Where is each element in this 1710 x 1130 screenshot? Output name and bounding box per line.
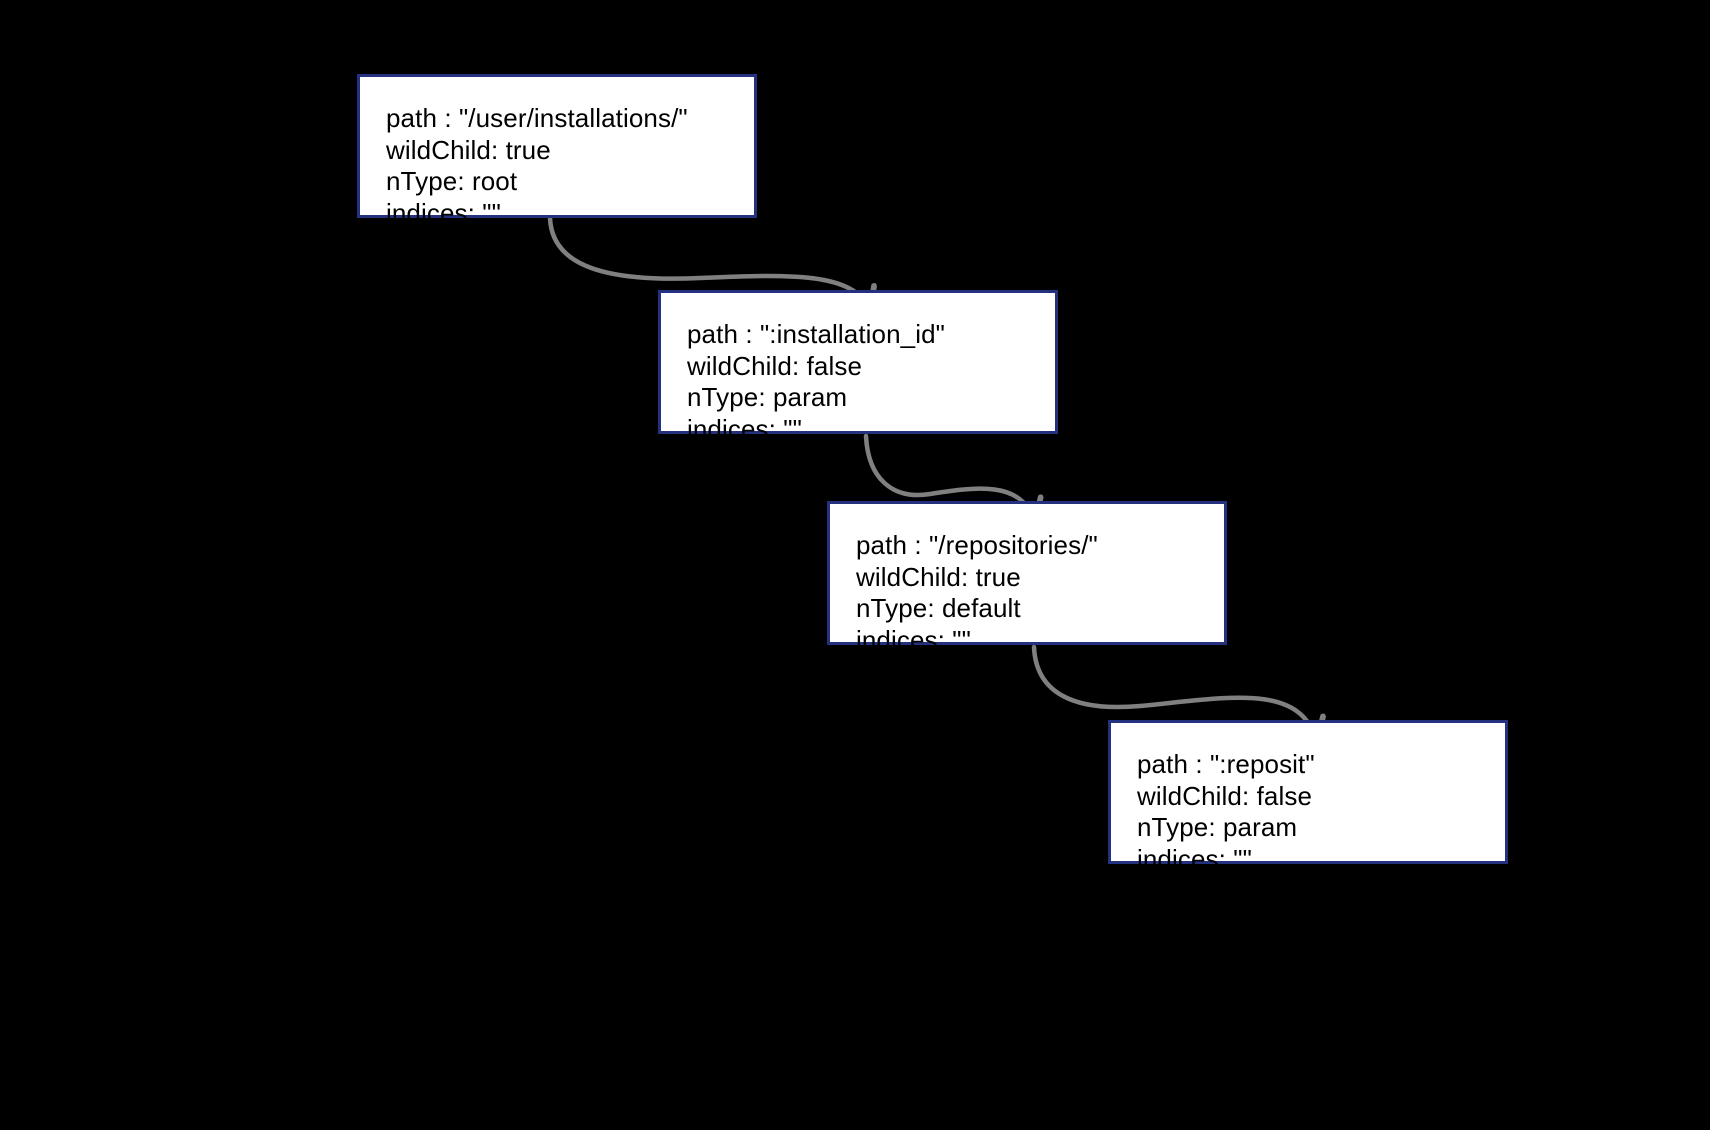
node-repositories-indices: indices: "" (856, 624, 971, 655)
node-repositories-path: path : "/repositories/" (856, 530, 1098, 560)
node-root-ntype: nType: root (386, 166, 518, 196)
node-reposit-indices: indices: "" (1137, 843, 1252, 874)
node-root-indices: indices: "" (386, 197, 501, 228)
node-reposit[interactable]: path : ":reposit" wildChild: false nType… (1108, 720, 1508, 874)
node-repositories-ntype: nType: default (856, 593, 1021, 623)
node-repositories[interactable]: path : "/repositories/" wildChild: true … (827, 501, 1227, 655)
node-reposit-ntype: nType: param (1137, 812, 1298, 842)
node-installation-id-indices: indices: "" (687, 413, 802, 444)
node-reposit-path: path : ":reposit" (1137, 749, 1315, 779)
node-reposit-wildchild: wildChild: false (1137, 780, 1313, 811)
node-root-wildchild: wildChild: true (386, 134, 551, 165)
node-installation-id-ntype: nType: param (687, 382, 848, 412)
node-installation-id-path: path : ":installation_id" (687, 319, 946, 349)
node-installation-id-wildchild: wildChild: false (687, 350, 863, 381)
node-installation-id[interactable]: path : ":installation_id" wildChild: fal… (658, 290, 1058, 444)
node-root[interactable]: path : "/user/installations/" wildChild:… (357, 74, 757, 228)
node-repositories-wildchild: wildChild: true (856, 561, 1021, 592)
node-root-path: path : "/user/installations/" (386, 103, 688, 133)
